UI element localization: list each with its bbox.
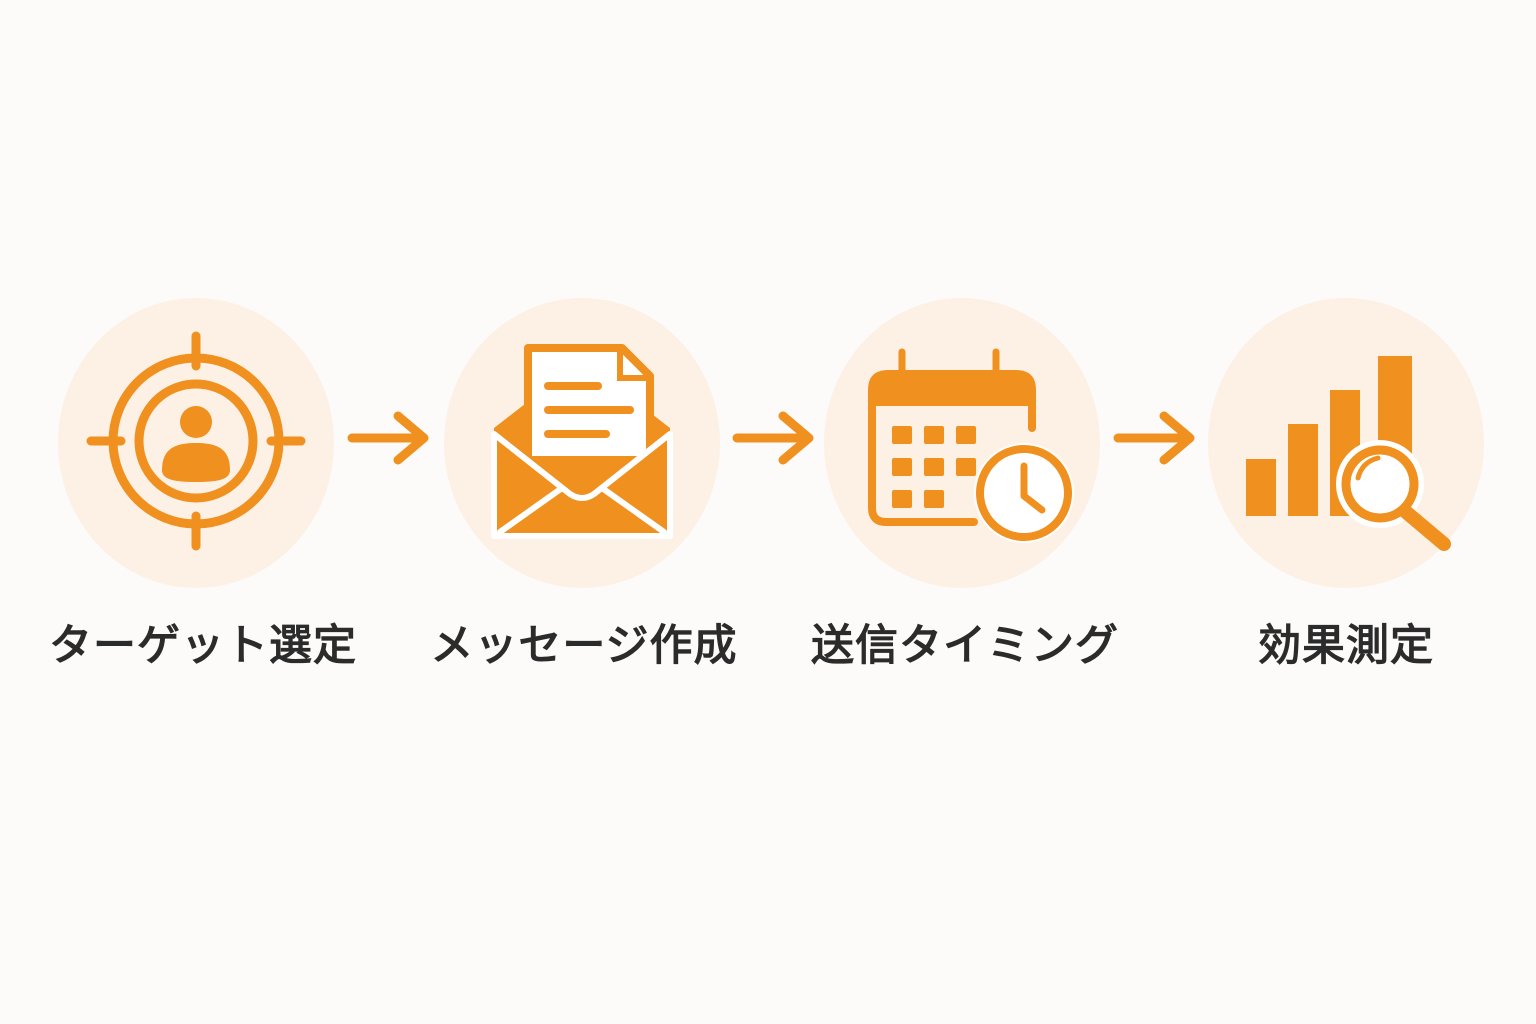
calendar-clock-icon (868, 348, 1074, 543)
step-1-circle (58, 298, 334, 588)
step-1-label: ターゲット選定 (49, 621, 357, 671)
step-4-circle (1208, 298, 1484, 588)
bar-chart-magnifier-icon (1246, 356, 1451, 551)
step-2-label: メッセージ作成 (430, 621, 738, 671)
arrow-right-icon (1112, 408, 1196, 468)
arrow-right-icon (731, 408, 815, 468)
step-3-circle (824, 298, 1100, 588)
target-user-icon (86, 331, 306, 551)
arrow-right-icon (346, 408, 430, 468)
step-2-circle (444, 298, 720, 588)
step-4-label: 効果測定 (1258, 621, 1434, 671)
envelope-document-icon (491, 344, 673, 539)
step-3-label: 送信タイミング (811, 621, 1119, 671)
